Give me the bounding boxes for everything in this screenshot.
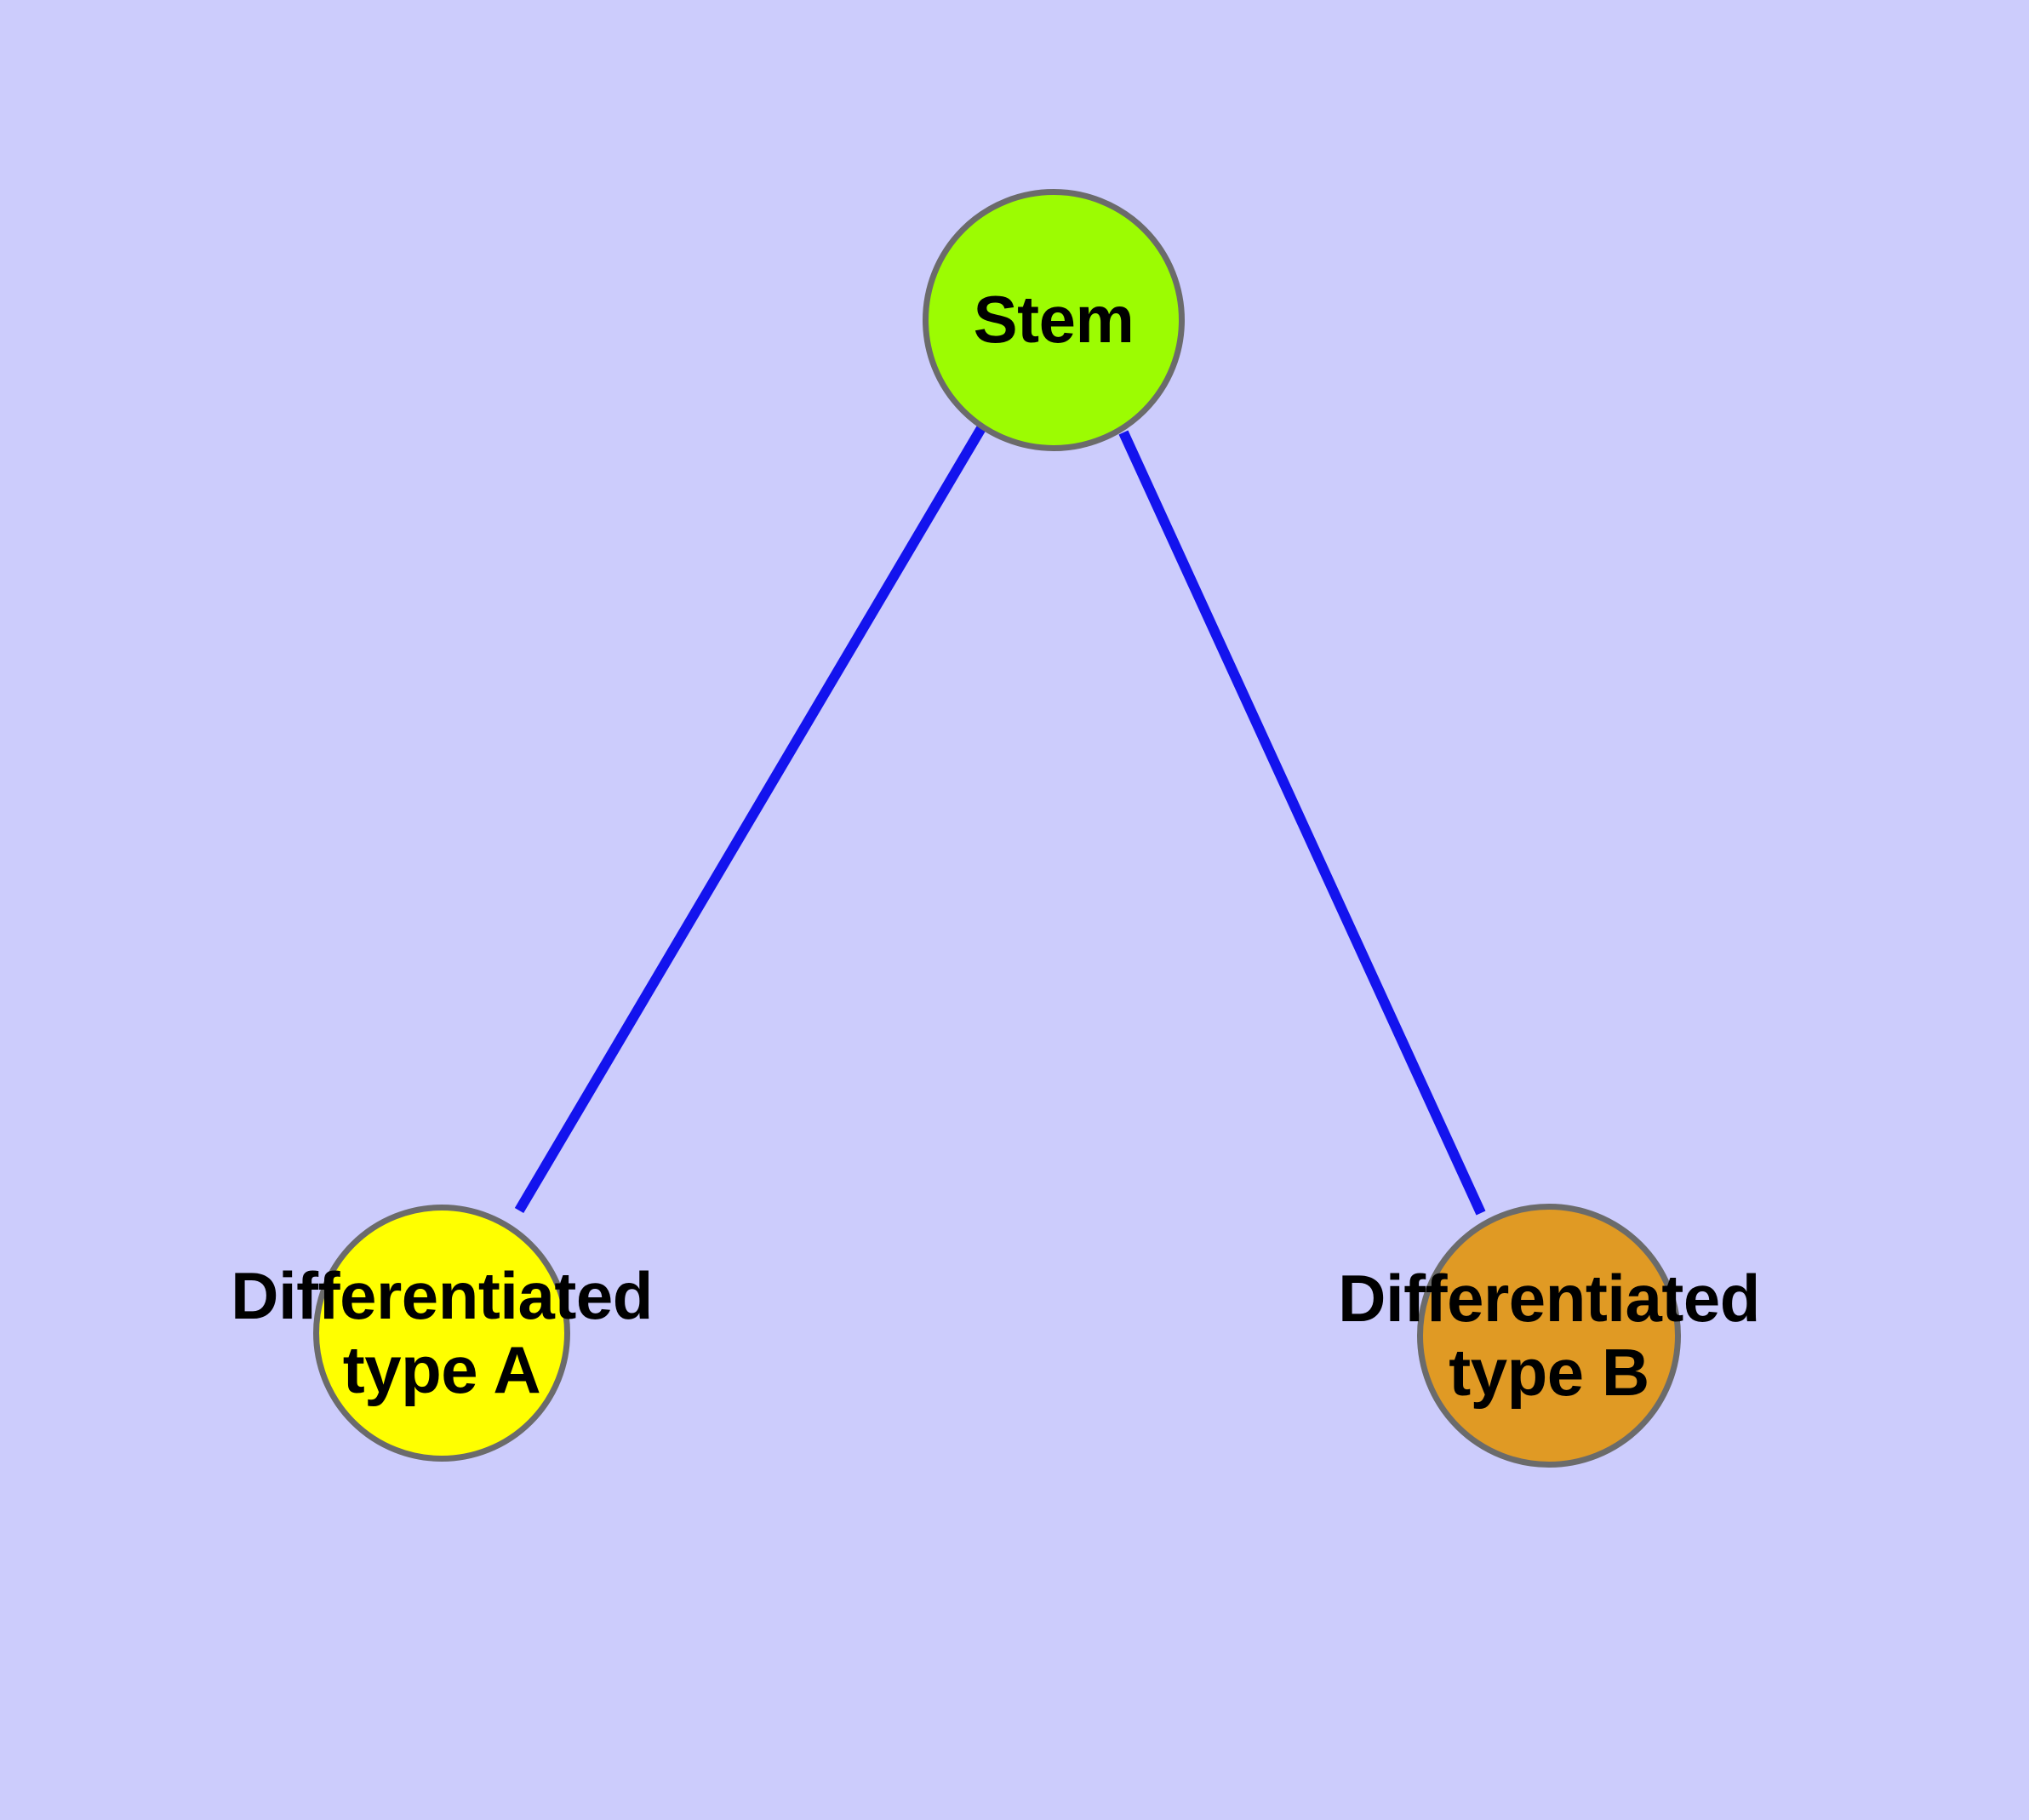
node-stem[interactable]: [923, 189, 1185, 451]
node-differentiated-type-b[interactable]: [1417, 1204, 1681, 1468]
edge-stem-to-diff-b: [1118, 430, 1486, 1216]
node-differentiated-type-a[interactable]: [313, 1205, 570, 1462]
edge-stem-to-diff-a: [514, 425, 986, 1214]
